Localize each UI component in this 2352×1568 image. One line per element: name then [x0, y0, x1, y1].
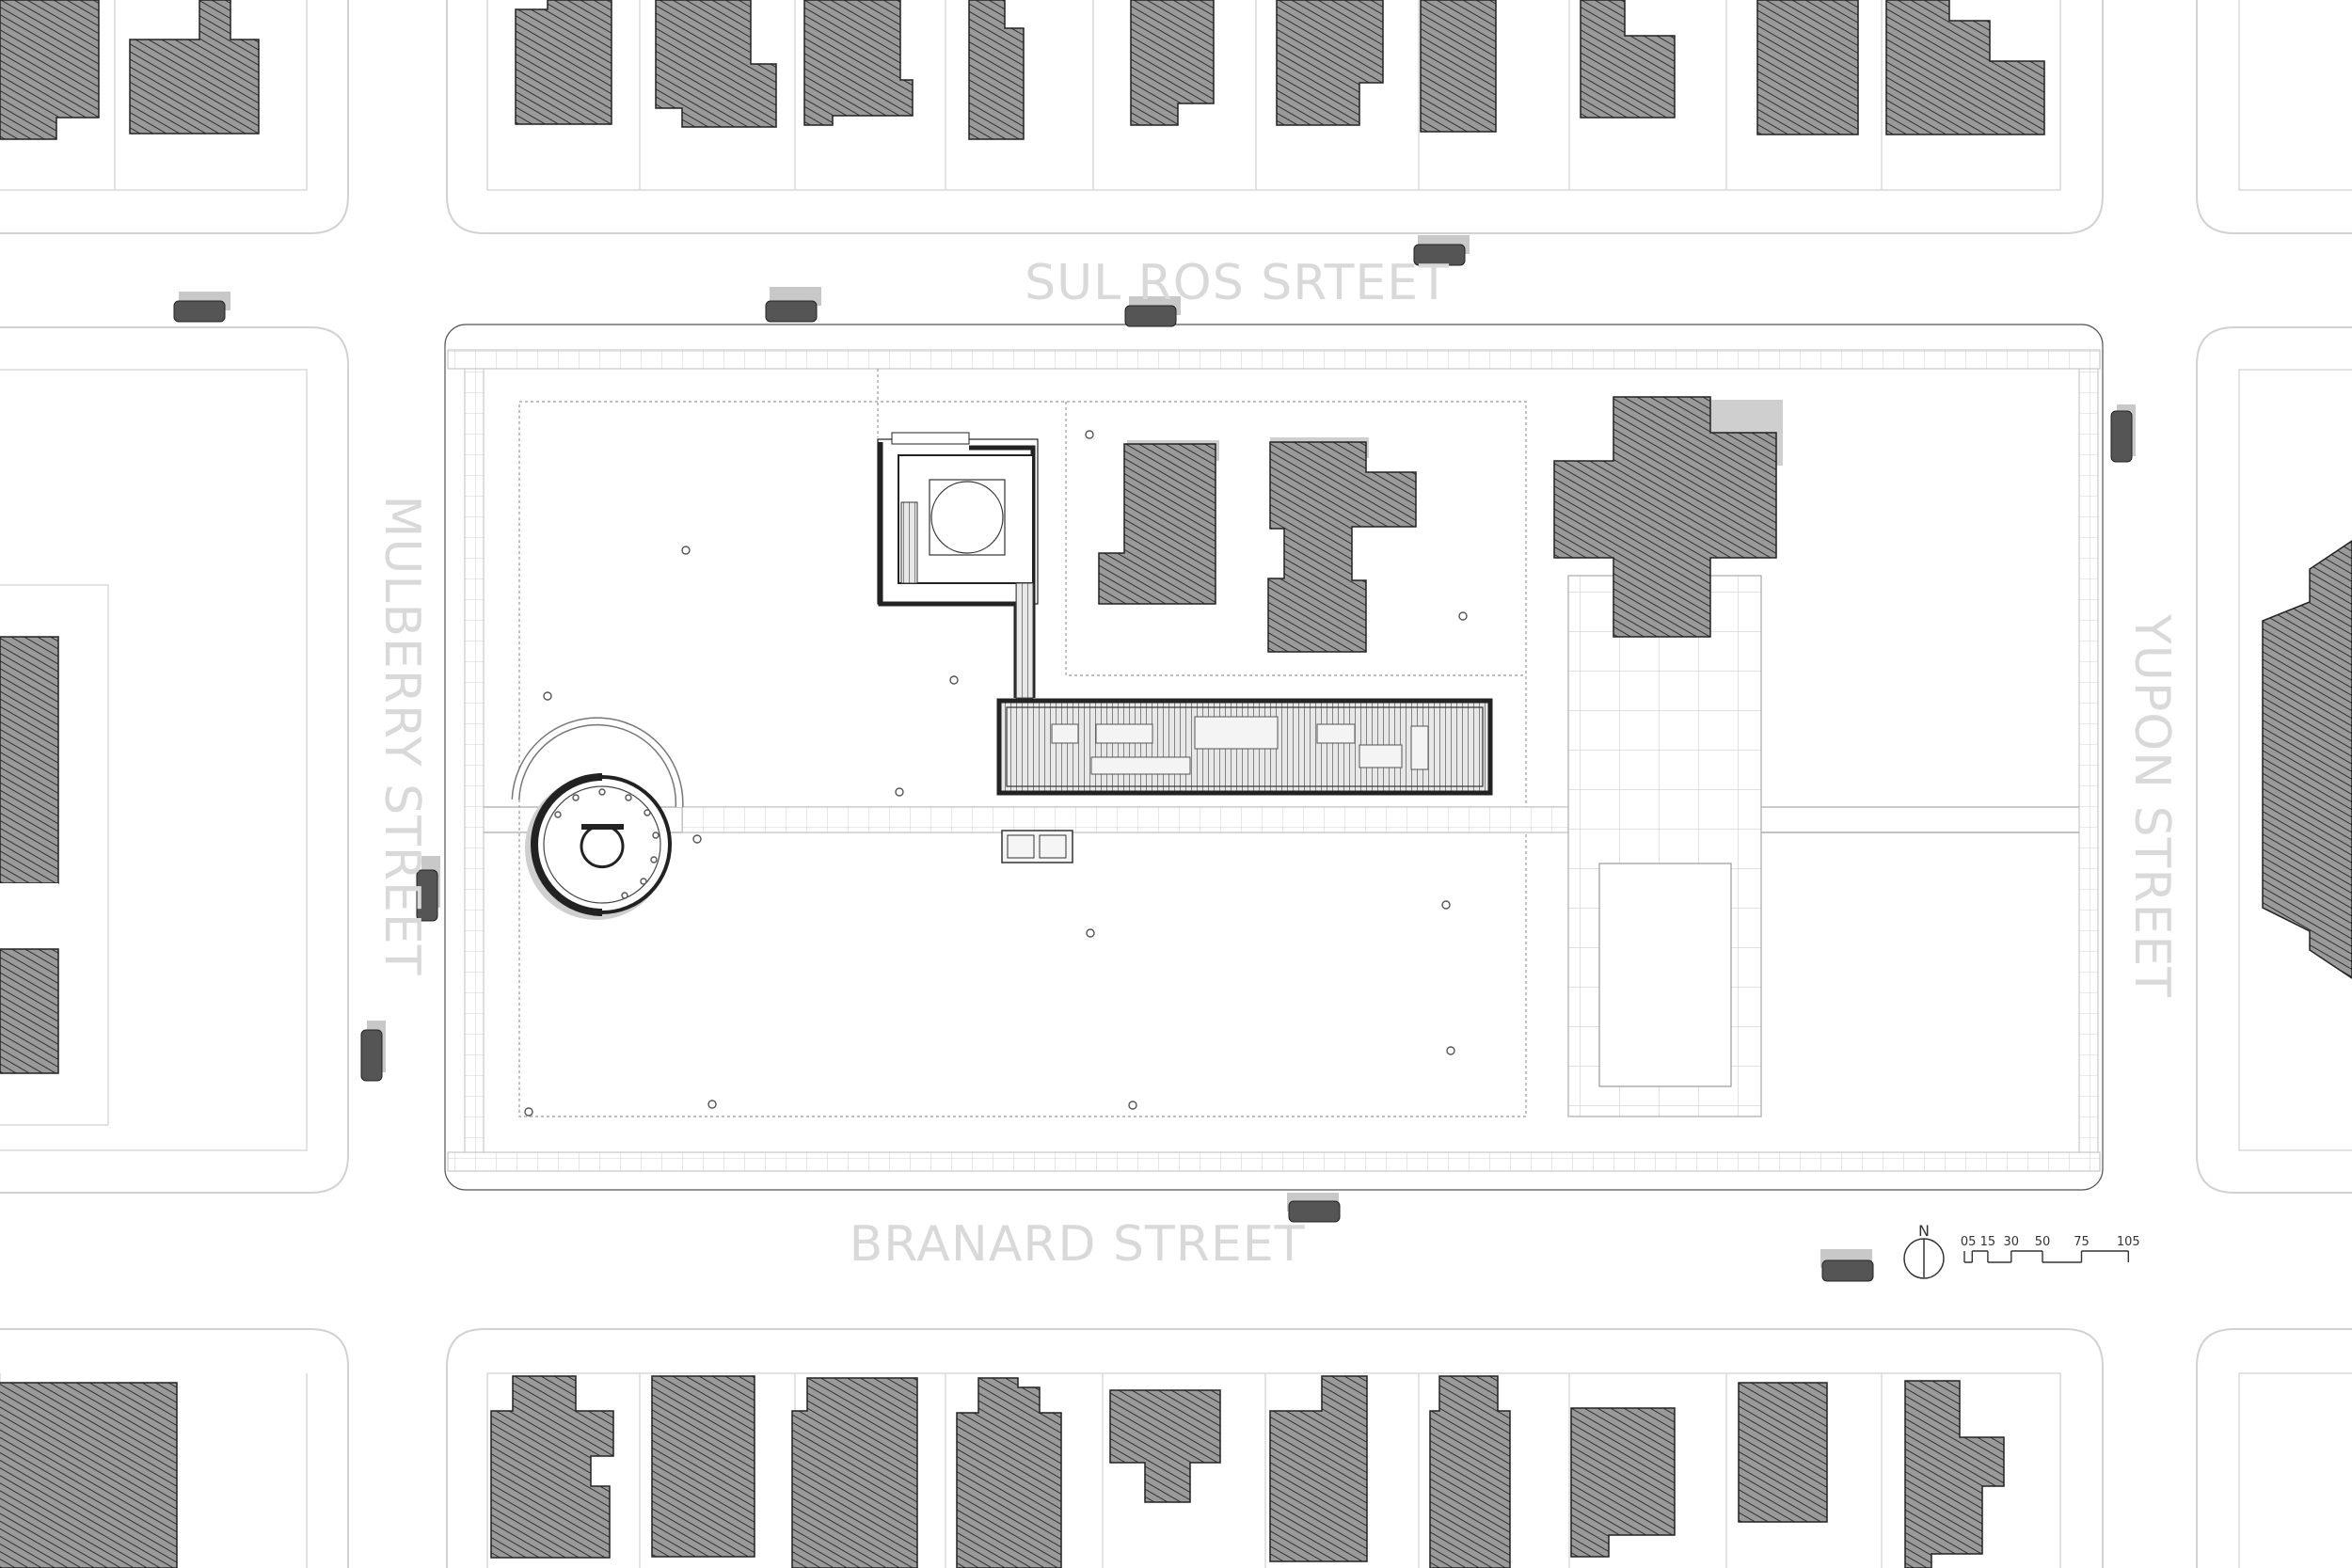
buildings-on-site — [1098, 396, 1783, 653]
buildings-south — [0, 1375, 2005, 1568]
car-3 — [1124, 296, 1181, 327]
car-8 — [416, 856, 440, 922]
scale-tick-label: 30 — [2004, 1235, 2020, 1249]
cars — [173, 235, 2136, 1282]
street-label-east: YUPON STREET — [2123, 613, 2180, 998]
car-7 — [2110, 404, 2136, 463]
street-label-north: SUL ROS SRTEET — [1025, 255, 1450, 311]
street-label-west: MULBERRY STREET — [373, 495, 430, 975]
round-pavilion — [511, 717, 684, 920]
buildings-north — [0, 0, 2045, 140]
north-arrow: N — [1903, 1222, 1945, 1279]
car-5 — [1287, 1193, 1341, 1223]
car-9 — [360, 1021, 386, 1082]
building-west — [0, 636, 59, 1074]
column-ring — [554, 788, 660, 899]
car-2 — [765, 287, 821, 323]
scale-tick-label: 5 — [1968, 1235, 1976, 1249]
north-label: N — [1918, 1222, 1930, 1240]
street-label-south: BRANARD STREET — [850, 1216, 1306, 1273]
car-4 — [1413, 235, 1470, 266]
scale-tick-label: 15 — [1980, 1235, 1996, 1249]
car-6 — [1820, 1249, 1874, 1282]
scale-tick-label: 50 — [2035, 1235, 2051, 1249]
building-east — [2262, 540, 2352, 979]
scale-tick-label: 75 — [2074, 1235, 2090, 1249]
car-1 — [173, 292, 230, 323]
trees — [524, 430, 1468, 1117]
scale-tick-label: 0 — [1961, 1235, 1968, 1249]
scale-tick-label: 105 — [2117, 1235, 2140, 1249]
pavilion — [877, 432, 1493, 863]
